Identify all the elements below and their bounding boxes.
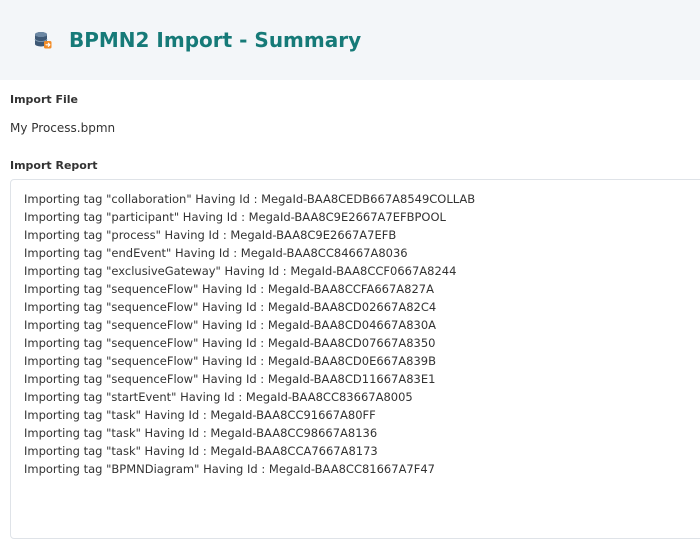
report-line: Importing tag "task" Having Id : MegaId-… [24,444,378,458]
report-line: Importing tag "task" Having Id : MegaId-… [24,408,376,422]
database-import-icon [34,32,52,49]
report-line: Importing tag "collaboration" Having Id … [24,192,476,206]
import-report-label: Import Report [10,159,98,172]
header-bar: BPMN2 Import - Summary [0,0,700,80]
report-lines: Importing tag "collaboration" Having Id … [24,190,475,478]
report-line: Importing tag "task" Having Id : MegaId-… [24,426,378,440]
report-line: Importing tag "BPMNDiagram" Having Id : … [24,462,436,476]
page-title: BPMN2 Import - Summary [69,28,362,52]
import-file-value: My Process.bpmn [10,121,116,135]
report-line: Importing tag "sequenceFlow" Having Id :… [24,282,434,296]
report-line: Importing tag "participant" Having Id : … [24,210,446,224]
report-line: Importing tag "sequenceFlow" Having Id :… [24,354,436,368]
report-line: Importing tag "sequenceFlow" Having Id :… [24,318,437,332]
report-line: Importing tag "exclusiveGateway" Having … [24,264,457,278]
report-line: Importing tag "endEvent" Having Id : Meg… [24,246,408,260]
import-report-textarea[interactable]: Importing tag "collaboration" Having Id … [10,179,700,539]
report-line: Importing tag "startEvent" Having Id : M… [24,390,413,404]
report-line: Importing tag "sequenceFlow" Having Id :… [24,336,436,350]
import-file-label: Import File [10,93,79,106]
report-line: Importing tag "sequenceFlow" Having Id :… [24,372,436,386]
report-line: Importing tag "process" Having Id : Mega… [24,228,397,242]
report-line: Importing tag "sequenceFlow" Having Id :… [24,300,437,314]
